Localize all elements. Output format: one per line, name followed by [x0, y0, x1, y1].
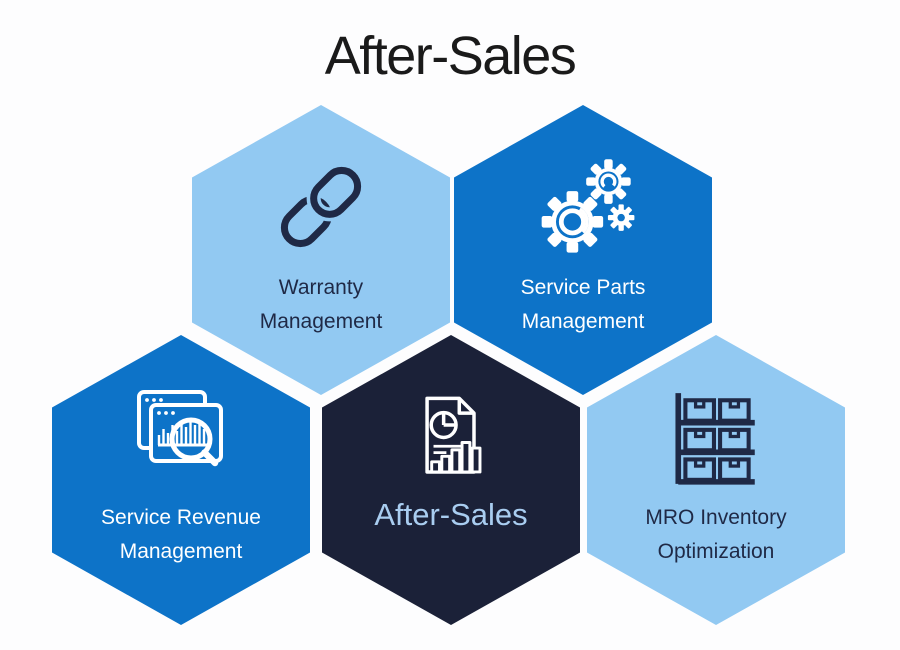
hexagon-label: Service Revenue Management [101, 501, 261, 569]
label-line: Warranty [278, 276, 364, 299]
label-line: Management [259, 310, 383, 333]
hexagon-warranty-management: Warranty Management [192, 105, 450, 395]
label-line: Service Parts [520, 276, 646, 299]
hexagon-service-revenue-management: Service Revenue Management [52, 335, 310, 625]
analytics-search-icon [131, 381, 231, 493]
chain-link-icon [274, 151, 368, 263]
label-line: Management [521, 310, 645, 333]
gears-icon [530, 151, 636, 263]
inventory-shelf-icon [665, 381, 767, 493]
label-line: Optimization [657, 540, 775, 563]
report-chart-icon [405, 387, 497, 487]
hexagon-label: Service Parts Management [521, 271, 646, 339]
hexagon-label: Warranty Management [260, 271, 383, 339]
page-title: After-Sales [324, 26, 577, 86]
label-line: Management [119, 540, 243, 563]
hexagon-mro-inventory-optimization: MRO Inventory Optimization [587, 335, 845, 625]
hexagon-service-parts-management: Service Parts Management [454, 105, 712, 395]
label-line: MRO Inventory [645, 506, 787, 529]
hexagon-label: MRO Inventory Optimization [645, 501, 786, 569]
center-hexagon-label: After-Sales [374, 497, 528, 532]
hexagon-after-sales: After-Sales [322, 335, 580, 625]
label-line: Service Revenue [101, 506, 261, 529]
